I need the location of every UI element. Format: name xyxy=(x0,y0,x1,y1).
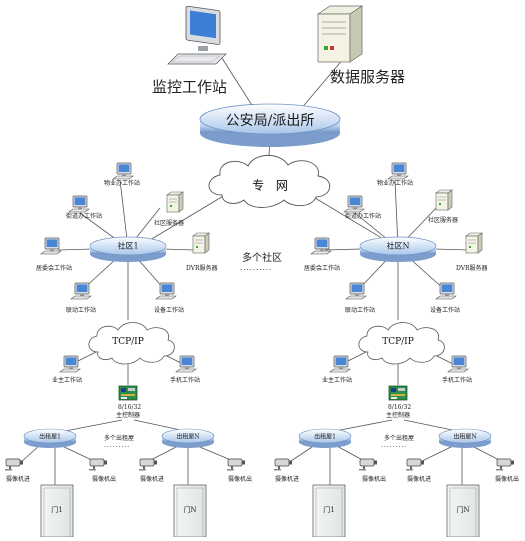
rental-1-label: 出租屋1 xyxy=(39,433,61,441)
controller-label: 主控制器 xyxy=(116,412,141,419)
monitor-icon xyxy=(40,237,62,255)
camera-icon xyxy=(88,458,108,471)
station-label: 居委会工作站 xyxy=(36,265,73,272)
tcpip-label-right: TCP/IP xyxy=(382,337,414,347)
rental-1-hub-left xyxy=(23,428,77,448)
monitor-icon xyxy=(310,237,332,255)
door-label: 门N xyxy=(183,506,197,514)
monitor-icon xyxy=(70,282,92,300)
monitor-icon xyxy=(343,195,365,213)
monitor-icon xyxy=(435,282,457,300)
monitor-workstation-icon xyxy=(167,5,227,65)
server-icon xyxy=(192,232,210,254)
camera-icon xyxy=(4,458,24,471)
camera-icon xyxy=(495,458,515,471)
community-1-label: 社区1 xyxy=(117,241,139,251)
controller-label: 主控制器 xyxy=(386,412,411,419)
monitor-icon xyxy=(345,282,367,300)
rental-1-hub-right xyxy=(298,428,352,448)
controller-label: 8/16/32 xyxy=(388,404,412,411)
server-icon xyxy=(435,189,453,211)
owner-label-left: 业主工作站 xyxy=(52,377,83,384)
door-icon xyxy=(312,484,346,538)
station-label: 联动工作站 xyxy=(345,307,376,314)
camera-label: 摄像机出 xyxy=(228,476,253,483)
camera-label: 摄像机出 xyxy=(92,476,117,483)
camera-icon xyxy=(358,458,378,471)
police-hub-label: 公安局/派出所 xyxy=(225,113,315,129)
multi-rental-label: 多个出租屋 xyxy=(384,435,415,442)
station-label: 设备工作站 xyxy=(430,307,461,314)
camera-icon xyxy=(405,458,425,471)
ellipsis: ········· xyxy=(104,444,131,451)
private-network-cloud xyxy=(208,154,331,208)
community-n-hub xyxy=(359,236,437,262)
station-label: 物业办工作站 xyxy=(377,180,414,187)
monitor-icon xyxy=(387,162,409,180)
rental-n-label: 出租屋N xyxy=(176,433,200,441)
station-label: DVR服务器 xyxy=(456,265,488,272)
phone-label-right: 手机工作站 xyxy=(442,377,473,384)
camera-label: 摄像机进 xyxy=(275,476,300,483)
rental-n-hub-right xyxy=(438,428,492,448)
monitor-icon xyxy=(155,282,177,300)
controller-label: 8/16/32 xyxy=(118,404,142,411)
monitor-icon xyxy=(68,195,90,213)
monitor-icon xyxy=(329,355,351,373)
tcpip-cloud-right xyxy=(358,322,445,365)
station-label: 物业办工作站 xyxy=(104,180,141,187)
station-label: 社区服务器 xyxy=(428,217,459,224)
community-1-hub xyxy=(89,236,167,262)
ellipsis: ·········· xyxy=(240,266,273,274)
station-label: 设备工作站 xyxy=(154,307,185,314)
station-label: 居委会工作站 xyxy=(304,265,341,272)
station-label: 联动工作站 xyxy=(66,307,97,314)
monitor-icon xyxy=(175,355,197,373)
controller-board-icon xyxy=(118,385,138,401)
rental-n-hub-left xyxy=(161,428,215,448)
station-label: DVR服务器 xyxy=(186,265,218,272)
camera-label: 摄像机进 xyxy=(407,476,432,483)
server-icon xyxy=(166,191,184,213)
camera-label: 摄像机出 xyxy=(362,476,387,483)
tcpip-cloud-left xyxy=(88,322,175,365)
camera-label: 摄像机出 xyxy=(495,476,520,483)
station-label: 社区服务器 xyxy=(154,220,185,227)
rental-1-label: 出租屋1 xyxy=(314,433,336,441)
door-label: 门N xyxy=(456,506,470,514)
workstation-label: 监控工作站 xyxy=(152,78,228,96)
controller-board-icon xyxy=(388,385,408,401)
door-label: 门1 xyxy=(323,506,335,514)
monitor-icon xyxy=(447,355,469,373)
door-icon xyxy=(446,484,480,538)
camera-label: 摄像机进 xyxy=(6,476,31,483)
multi-community-label: 多个社区 xyxy=(242,253,282,264)
ellipsis: ········· xyxy=(381,444,408,451)
phone-label-left: 手机工作站 xyxy=(170,377,201,384)
station-label: 街道办工作站 xyxy=(66,213,103,220)
camera-icon xyxy=(226,458,246,471)
monitor-icon xyxy=(59,355,81,373)
police-hub xyxy=(199,103,341,147)
door-label: 门1 xyxy=(51,506,63,514)
community-n-label: 社区N xyxy=(386,241,410,251)
data-server-icon xyxy=(316,5,364,63)
tcpip-label-left: TCP/IP xyxy=(112,337,144,347)
server-icon xyxy=(465,232,483,254)
private-network-label: 专 网 xyxy=(252,178,292,193)
owner-label-right: 业主工作站 xyxy=(322,377,353,384)
station-label: 街道办工作站 xyxy=(345,213,382,220)
camera-icon xyxy=(273,458,293,471)
monitor-icon xyxy=(112,162,134,180)
rental-n-label: 出租屋N xyxy=(453,433,477,441)
camera-label: 摄像机进 xyxy=(140,476,165,483)
data-server-label: 数据服务器 xyxy=(330,68,406,86)
camera-icon xyxy=(138,458,158,471)
door-icon xyxy=(40,484,74,538)
multi-rental-label: 多个出租屋 xyxy=(104,435,135,442)
